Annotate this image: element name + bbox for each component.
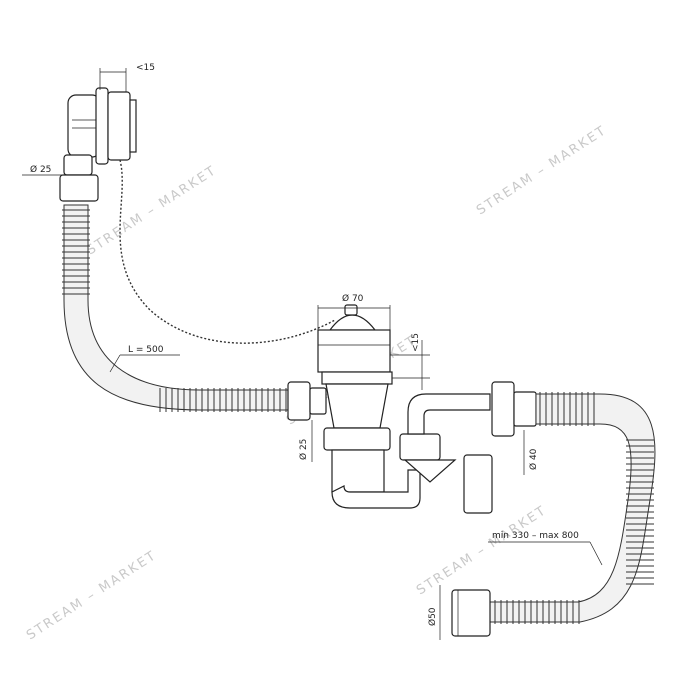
bath-plug <box>317 304 391 373</box>
watermark-1: STREAM – MARKET <box>84 163 220 258</box>
right-corrugated-hose <box>489 392 656 624</box>
watermark-4: STREAM – MARKET <box>24 548 160 643</box>
drain-sleeve <box>451 589 491 637</box>
dim-flex-range-label: min 330 – max 800 <box>492 531 579 541</box>
trap-bend <box>331 433 457 509</box>
dim-drain-diameter: Ø50 <box>427 585 441 640</box>
dim-hose-length: L = 500 <box>109 345 180 373</box>
overflow-nut <box>59 174 99 202</box>
dim-hose-length-label: L = 500 <box>128 345 164 355</box>
dim-plug-height: <15 <box>390 333 430 390</box>
dim-overflow-gap-label: <15 <box>136 63 155 73</box>
dim-drain-diameter-label: Ø50 <box>427 607 438 626</box>
outlet-coupling <box>513 391 537 427</box>
dim-inlet-diameter-label: Ø 25 <box>298 439 309 460</box>
dim-overflow-diameter-label: Ø 25 <box>30 164 51 175</box>
dim-outlet-diameter-label: Ø 40 <box>528 448 539 470</box>
dim-plug-height-label: <15 <box>411 333 421 352</box>
dim-inlet-diameter: Ø 25 <box>298 420 313 462</box>
dim-plug-diameter-label: Ø 70 <box>342 293 364 304</box>
outlet-nut <box>491 381 515 437</box>
dim-overflow-diameter: Ø 25 <box>22 164 64 176</box>
plug-chain <box>119 159 336 344</box>
dim-flex-range: min 330 – max 800 <box>488 531 603 566</box>
left-corrugated-hose <box>62 204 291 412</box>
waste-body <box>321 371 393 493</box>
dim-plug-diameter: Ø 70 <box>317 293 391 330</box>
dim-outlet-diameter: Ø 40 <box>523 430 539 475</box>
watermark-2: STREAM – MARKET <box>474 123 610 218</box>
secondary-outlet-nut <box>463 454 493 514</box>
inlet-nut <box>287 381 311 421</box>
overflow-head <box>63 87 137 176</box>
dim-overflow-gap: <15 <box>99 63 155 92</box>
watermark-5: STREAM – MARKET <box>414 503 550 598</box>
siphon-arch <box>407 393 491 435</box>
inlet-coupling <box>309 387 327 415</box>
